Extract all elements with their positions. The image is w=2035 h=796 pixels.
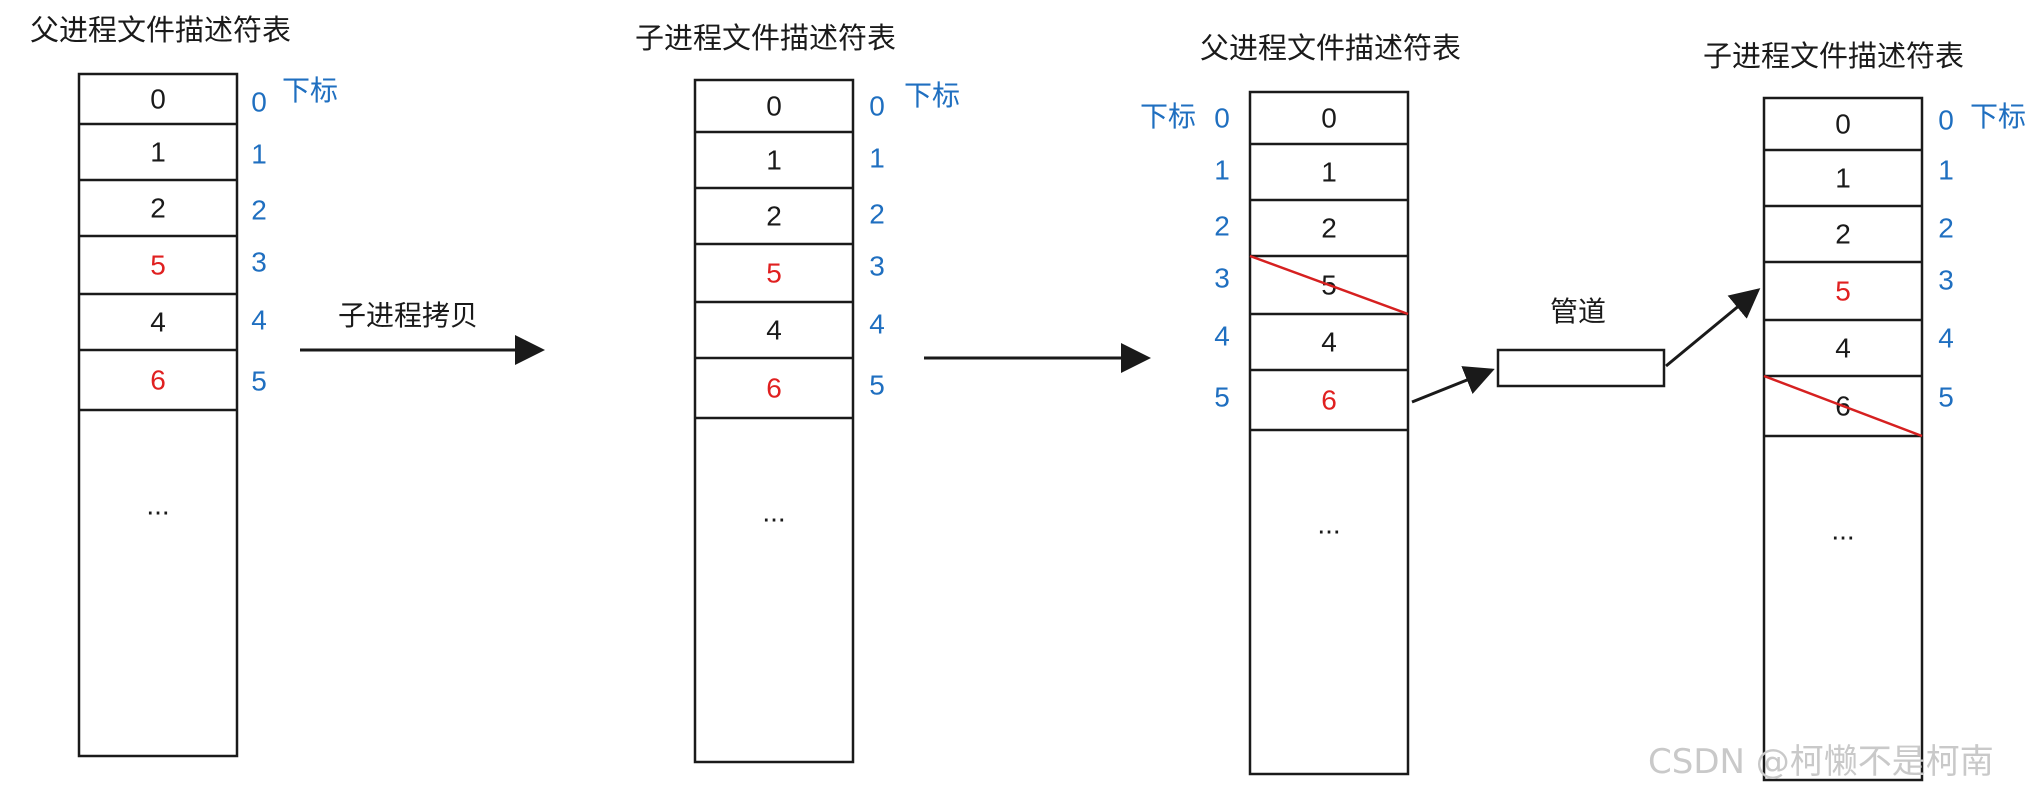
fd-cell-ellipsis: ... [1831, 515, 1854, 546]
table-frame [1762, 96, 1924, 782]
pipe-label: 管道 [1550, 295, 1606, 328]
fd-index-5: 5 [1214, 381, 1230, 412]
fd-cell-1: 1 [1835, 162, 1851, 193]
fd-index-1: 1 [869, 142, 885, 173]
fd-cell-0: 0 [1321, 102, 1337, 133]
closed-fd-strike [1249, 254, 1409, 316]
child-fd-table-title-2: 子进程文件描述符表 [1703, 39, 1964, 73]
fd-cell-3: 5 [150, 249, 166, 280]
table-frame [693, 78, 855, 764]
fd-index-5: 5 [1938, 381, 1954, 412]
fd-cell-2: 2 [1835, 218, 1851, 249]
fd-cell-1: 1 [150, 136, 166, 167]
closed-fd-strike [1763, 374, 1923, 438]
fd-cell-4: 4 [1321, 326, 1337, 357]
parent-fd-table-1: 0 1 2 5 4 6... 0 1 2 3 4 5 [77, 72, 267, 758]
fd-cell-1: 1 [1321, 156, 1337, 187]
fd-cell-ellipsis: ... [146, 489, 169, 520]
pipe-box [1496, 348, 1666, 388]
fd-cell-4: 4 [1835, 332, 1851, 363]
fd-index-0: 0 [1938, 104, 1954, 135]
fd-index-1: 1 [251, 138, 267, 169]
fd-index-0: 0 [1214, 102, 1230, 133]
fd-cell-4: 4 [150, 306, 166, 337]
parent-fd-table-title-2: 父进程文件描述符表 [1200, 31, 1461, 65]
fd-cell-2: 2 [766, 200, 782, 231]
write-end-arrow [1411, 366, 1495, 404]
fd-index-4: 4 [1938, 322, 1954, 353]
fd-index-3: 3 [1938, 264, 1954, 295]
fd-index-2: 2 [869, 198, 885, 229]
fd-index-1: 1 [1938, 154, 1954, 185]
child-fd-table-1: 0 1 2 5 4 6... 0 1 2 3 4 5 [693, 78, 885, 764]
fd-cell-3: 5 [1835, 275, 1851, 306]
fd-cell-0: 0 [150, 83, 166, 114]
fd-index-5: 5 [869, 369, 885, 400]
fd-cell-0: 0 [766, 90, 782, 121]
fd-cell-2: 2 [150, 192, 166, 223]
fd-index-3: 3 [869, 250, 885, 281]
index-label-3: 下标 [1140, 100, 1196, 133]
fd-cell-5: 6 [766, 372, 782, 403]
fd-cell-ellipsis: ... [1317, 509, 1340, 540]
fd-index-4: 4 [869, 308, 885, 339]
fd-cell-4: 4 [766, 314, 782, 345]
index-label-2: 下标 [904, 79, 960, 112]
fd-index-4: 4 [251, 304, 267, 335]
child-fd-table-title-1: 子进程文件描述符表 [635, 21, 896, 55]
fd-cell-5: 6 [1321, 384, 1337, 415]
fd-index-3: 3 [251, 246, 267, 277]
fd-cell-ellipsis: ... [762, 497, 785, 528]
fd-index-2: 2 [251, 194, 267, 225]
copy-label: 子进程拷贝 [338, 299, 478, 332]
fd-index-1: 1 [1214, 154, 1230, 185]
read-end-arrow [1665, 288, 1761, 368]
fd-cell-0: 0 [1835, 108, 1851, 139]
fd-index-2: 2 [1938, 212, 1954, 243]
table-frame [1248, 90, 1410, 776]
parent-fd-table-title-1: 父进程文件描述符表 [30, 13, 291, 47]
fd-index-0: 0 [251, 86, 267, 117]
watermark: CSDN @柯懒不是柯南 [1648, 742, 1994, 782]
table-frame [77, 72, 239, 758]
fd-cell-3: 5 [766, 257, 782, 288]
fd-index-3: 3 [1214, 262, 1230, 293]
fd-index-2: 2 [1214, 210, 1230, 241]
fd-index-5: 5 [251, 365, 267, 396]
fd-cell-5: 6 [150, 364, 166, 395]
fd-index-0: 0 [869, 90, 885, 121]
fd-cell-2: 2 [1321, 212, 1337, 243]
index-label-4: 下标 [1970, 100, 2026, 133]
fd-cell-1: 1 [766, 144, 782, 175]
index-label-1: 下标 [282, 74, 338, 107]
fd-index-4: 4 [1214, 320, 1230, 351]
